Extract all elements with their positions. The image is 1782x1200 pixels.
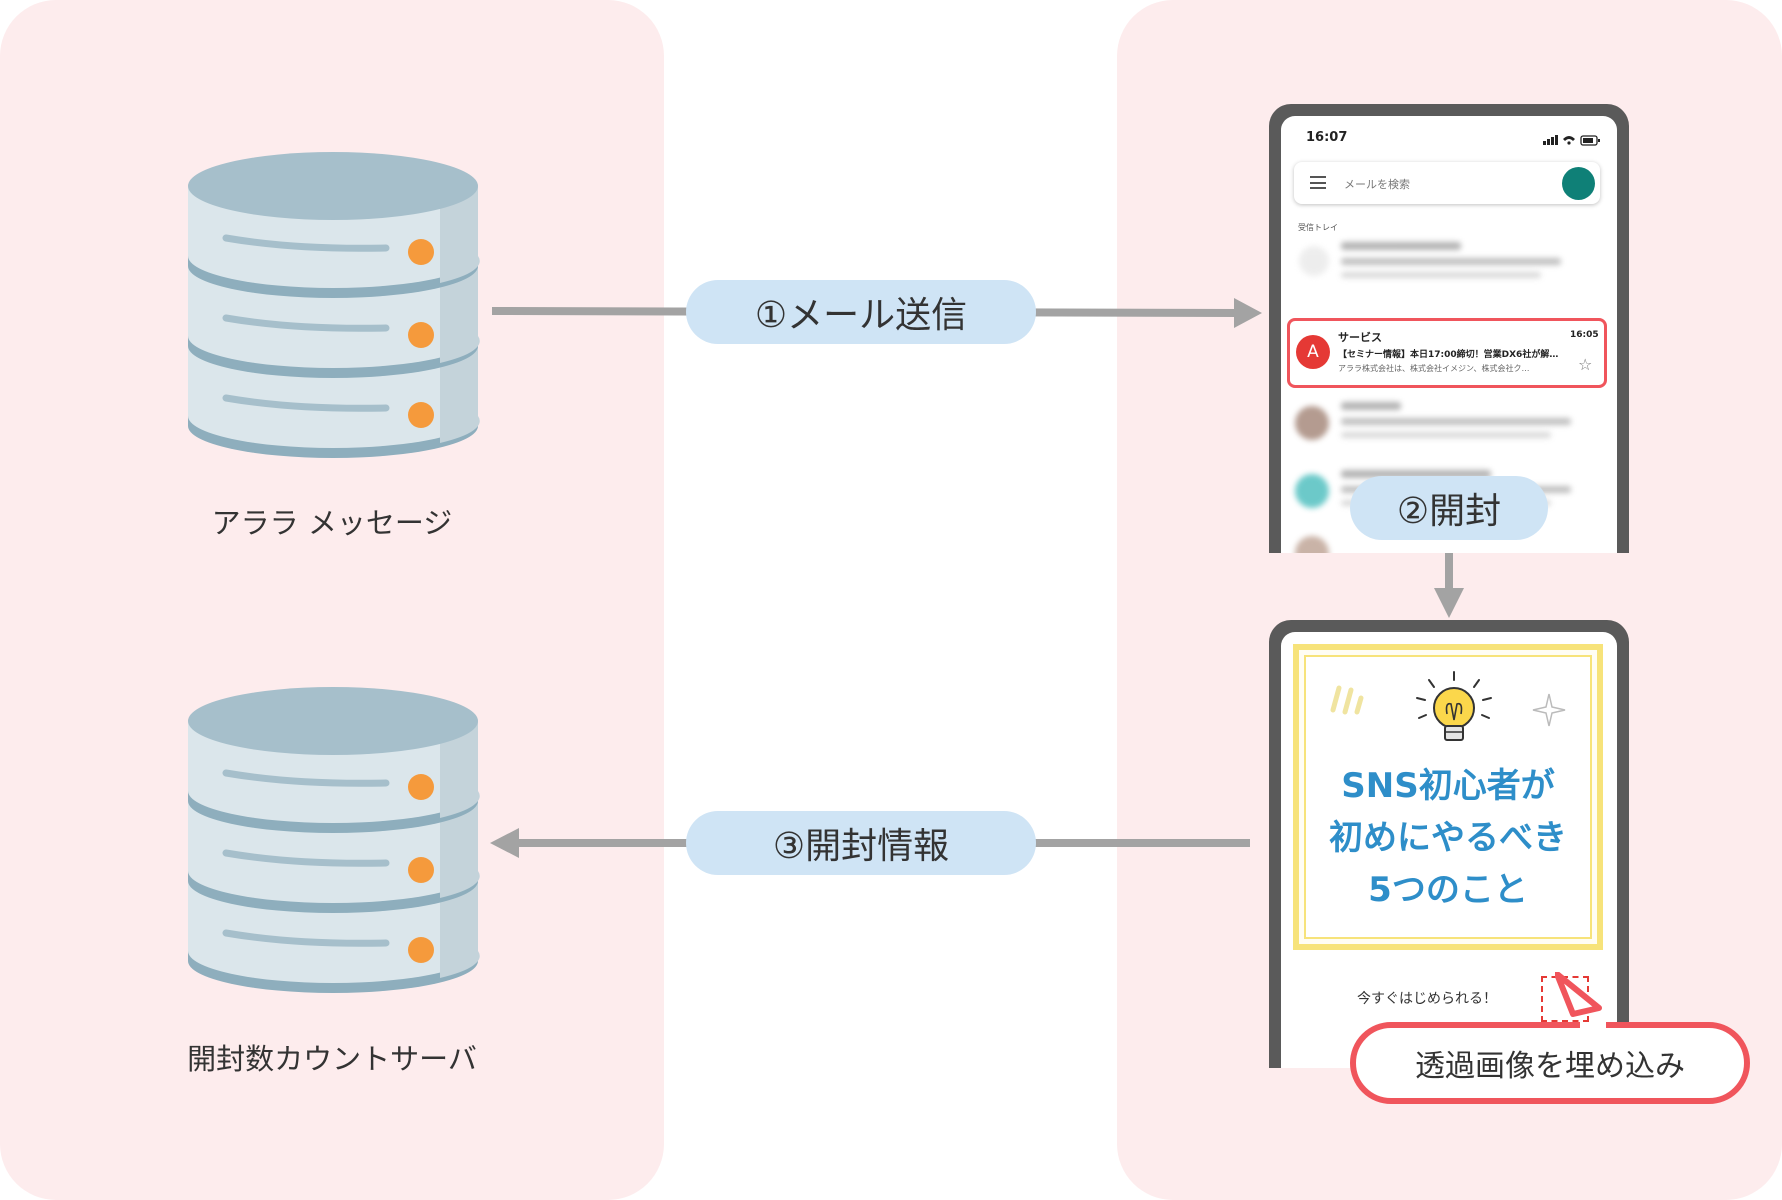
blurred-mail-row[interactable] xyxy=(1293,236,1605,286)
database-server-icon xyxy=(188,152,480,458)
sender-avatar: A xyxy=(1296,335,1330,369)
sender-avatar-letter: A xyxy=(1307,342,1319,362)
search-input[interactable]: メールを検索 xyxy=(1344,178,1410,191)
mail-subject: 【セミナー情報】本日17:00締切！営業DX6社が解… xyxy=(1338,350,1559,360)
bottom-server-label: 開封数カウントサーバ xyxy=(187,1042,477,1076)
sparkle-icon xyxy=(1532,693,1566,727)
status-time: 16:07 xyxy=(1306,130,1348,145)
mail-sender: サービス xyxy=(1338,331,1382,344)
mail-search-bar[interactable]: メールを検索 xyxy=(1294,162,1600,204)
blurred-mail-row[interactable] xyxy=(1293,398,1605,448)
signal-battery-icons xyxy=(1543,135,1600,146)
star-icon[interactable]: ☆ xyxy=(1578,355,1593,374)
mail-time: 16:05 xyxy=(1570,330,1599,340)
callout-pointer xyxy=(1555,972,1602,1017)
highlighted-mail-row[interactable]: A サービス 16:05 【セミナー情報】本日17:00締切！営業DX6社が解…… xyxy=(1287,318,1607,388)
email-phone-screen: SNS初心者が 初めにやるべき 5つのこと 今すぐはじめられる！ xyxy=(1281,632,1617,1068)
step-send-pill: ①メール送信 xyxy=(686,280,1036,344)
server-disk-top xyxy=(188,152,480,298)
account-avatar[interactable] xyxy=(1562,167,1595,200)
cta-text: 今すぐはじめられる！ xyxy=(1357,991,1497,1007)
embed-callout: 透過画像を埋め込み xyxy=(1350,1022,1750,1104)
blurred-mail-row[interactable] xyxy=(1293,528,1605,553)
step-open-pill: ②開封 xyxy=(1350,476,1548,540)
database-server-icon xyxy=(188,687,480,993)
lightbulb-icon xyxy=(1416,671,1492,741)
inbox-label: 受信トレイ xyxy=(1298,223,1338,232)
email-banner: SNS初心者が 初めにやるべき 5つのこと xyxy=(1293,644,1603,950)
menu-icon[interactable] xyxy=(1310,176,1326,189)
step-open-info-pill: ③開封情報 xyxy=(686,811,1036,875)
accent-lines-icon xyxy=(1330,685,1364,715)
headline-line-3: 5つのこと xyxy=(1368,870,1528,910)
mail-preview: アララ株式会社は、株式会社イメジン、株式会社ク… xyxy=(1338,364,1530,373)
top-server-label: アララ メッセージ xyxy=(211,506,453,540)
headline-line-1: SNS初心者が xyxy=(1341,766,1555,806)
headline-line-2: 初めにやるべき xyxy=(1329,818,1567,858)
